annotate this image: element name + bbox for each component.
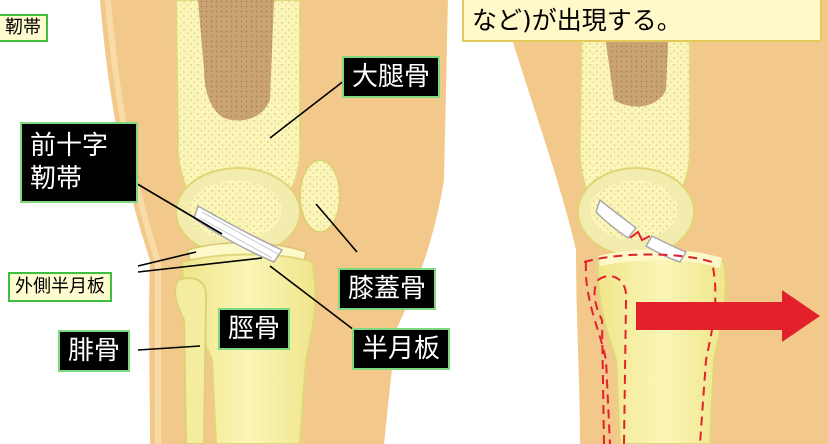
left-patella <box>300 160 340 232</box>
ligament-partial-label: 靭帯 <box>0 14 48 42</box>
slipping-forward-text: SLIPPING FORWARD <box>638 308 746 323</box>
lateral-meniscus-label: 外側半月板 <box>8 272 112 302</box>
patella-label: 膝蓋骨 <box>340 270 434 308</box>
right-knee <box>500 0 828 444</box>
callout-box: など)が出現する。 <box>462 0 822 42</box>
femur-label: 大腿骨 <box>344 58 438 96</box>
tibia-label: 脛骨 <box>220 310 288 348</box>
callout-line2: など)が出現する。 <box>472 8 682 33</box>
meniscus-label: 半月板 <box>354 330 448 368</box>
acl-label: 前十字靭帯 <box>22 124 136 201</box>
fibula-label: 腓骨 <box>60 332 128 370</box>
